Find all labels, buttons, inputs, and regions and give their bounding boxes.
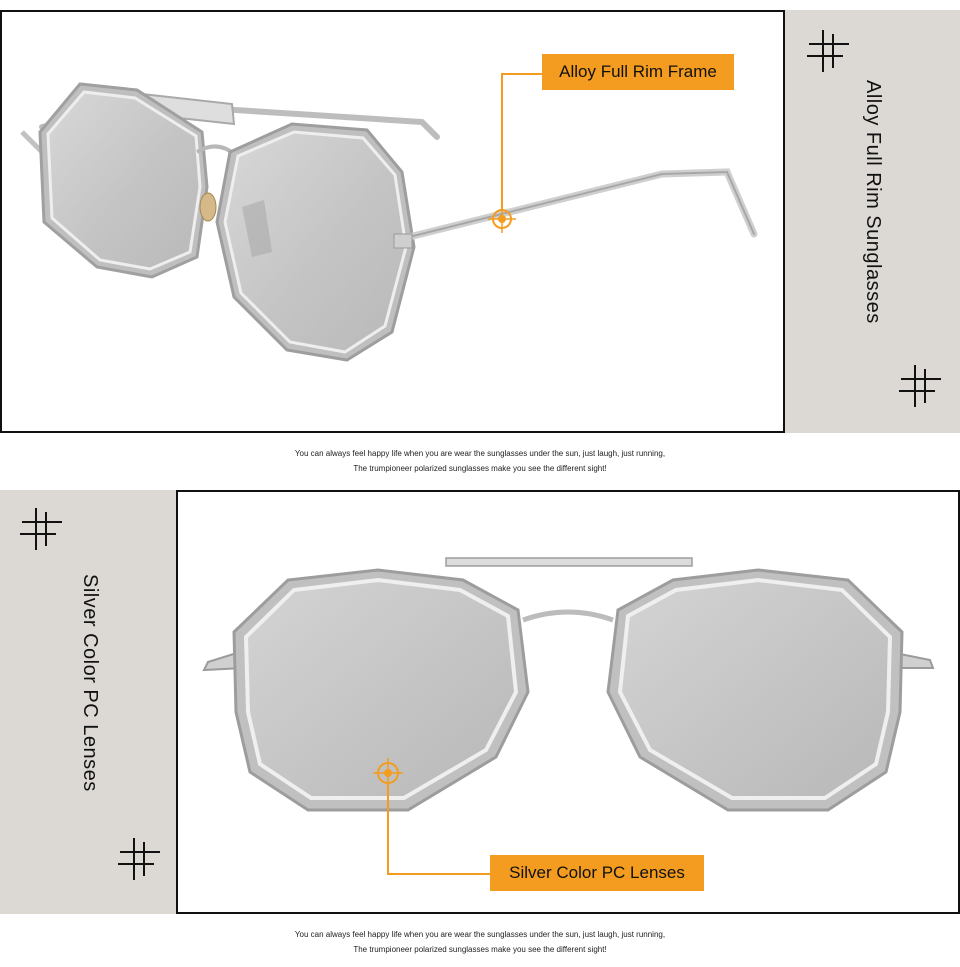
sunglasses-front-view-image — [202, 557, 935, 875]
caption-top: You can always feel happy life when you … — [0, 446, 960, 476]
caption-bottom: You can always feel happy life when you … — [0, 927, 960, 957]
hash-icon — [20, 508, 62, 550]
caption-line-2: The trumpioneer polarized sunglasses mak… — [353, 464, 607, 473]
hash-icon — [118, 838, 160, 880]
callout-leader-line — [501, 73, 542, 210]
callout-label-frame: Alloy Full Rim Frame — [542, 54, 734, 90]
sunglasses-side-view-image — [20, 73, 758, 362]
hash-icon — [899, 365, 941, 407]
side-title-panel-bottom: Silver Color PC Lenses — [0, 490, 178, 914]
callout-label-lenses: Silver Color PC Lenses — [490, 855, 704, 891]
hash-icon — [807, 30, 849, 72]
side-title-bottom: Silver Color PC Lenses — [79, 574, 101, 792]
caption-line-1: You can always feel happy life when you … — [294, 930, 666, 939]
side-title-top: Alloy Full Rim Sunglasses — [862, 80, 884, 324]
product-image-panel-top: Alloy Full Rim Frame — [0, 10, 785, 433]
caption-line-1: You can always feel happy life when you … — [294, 449, 666, 458]
product-image-panel-bottom: Silver Color PC Lenses — [176, 490, 960, 914]
caption-line-2: The trumpioneer polarized sunglasses mak… — [353, 945, 607, 954]
callout-leader-line — [387, 784, 490, 875]
side-title-panel-top: Alloy Full Rim Sunglasses — [785, 10, 960, 433]
